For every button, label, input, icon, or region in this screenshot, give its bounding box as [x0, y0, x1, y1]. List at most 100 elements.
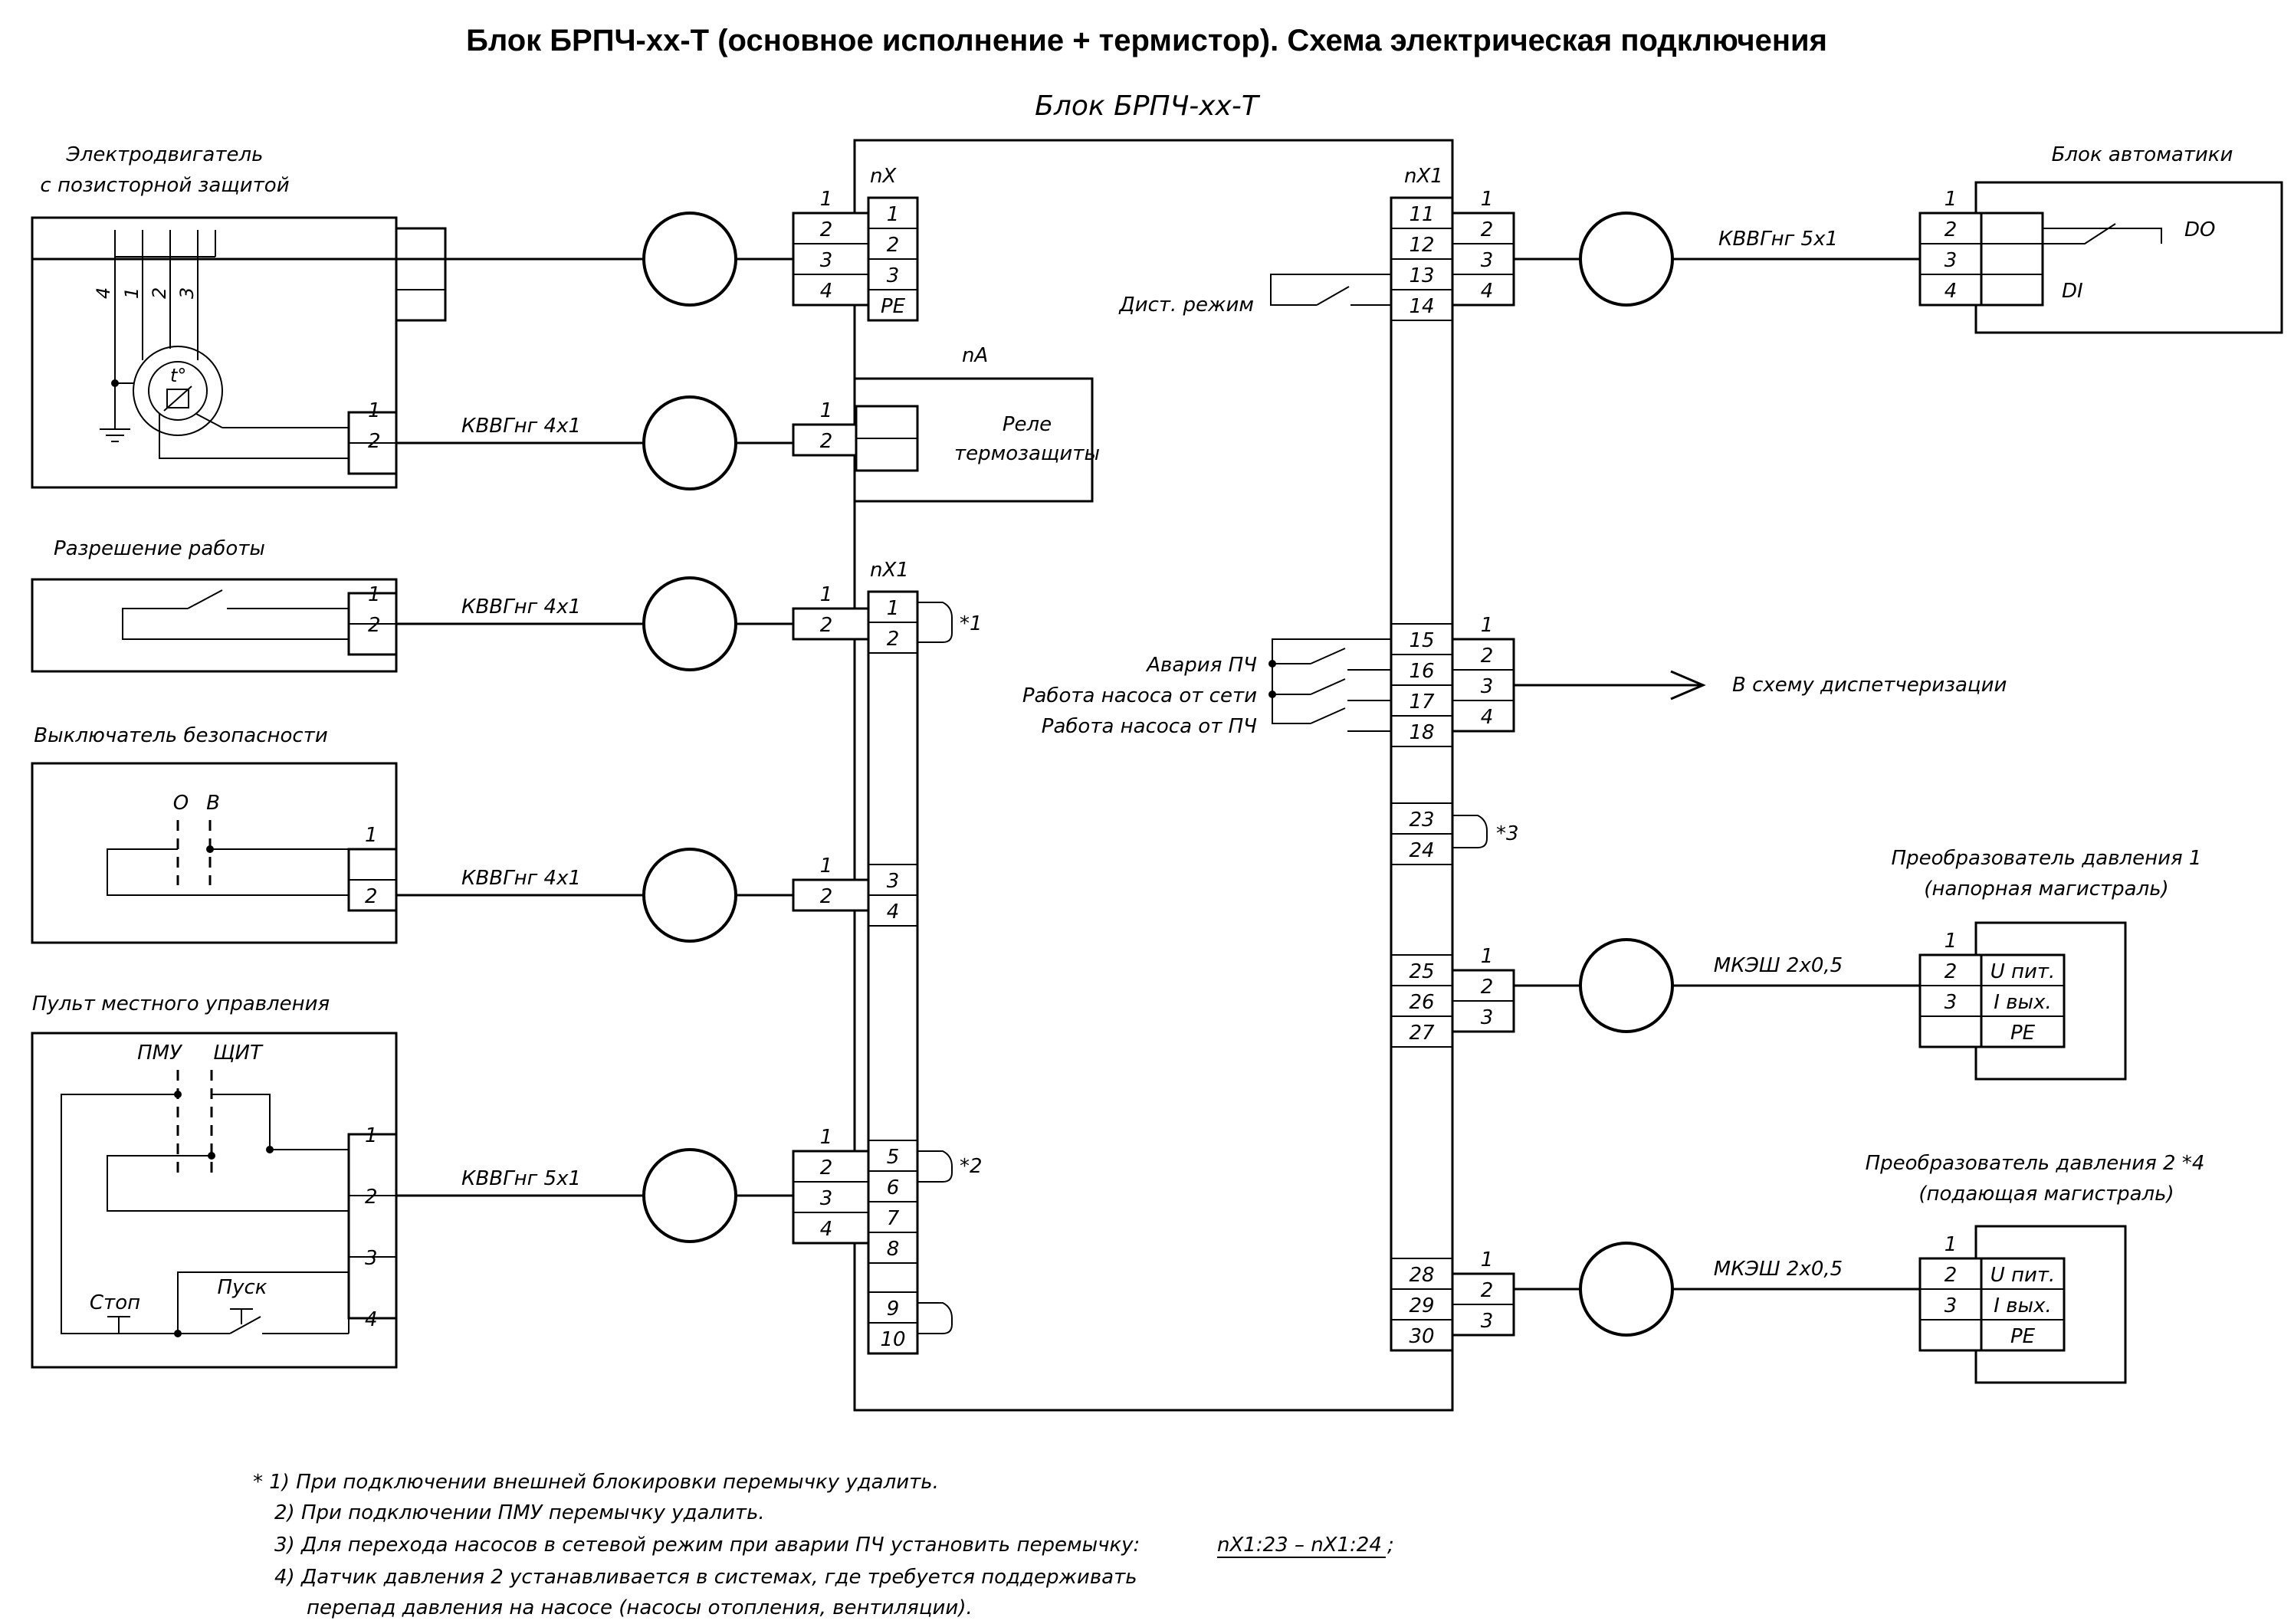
rt-term-2: 2 — [1481, 218, 1494, 241]
dist-mode-wire — [1270, 274, 1391, 306]
sensor1-title-1: Преобразователь давления 1 — [1892, 847, 2202, 870]
note-1: * 1) При подключении внешней блокировки … — [253, 1471, 939, 1494]
motor-box — [31, 216, 398, 489]
main-block — [853, 139, 1454, 1412]
note-2: 2) При подключении ПМУ перемычку удалить… — [274, 1501, 765, 1524]
nX1-pin-12: 12 — [1409, 234, 1434, 257]
s2-term-3: 3 — [1481, 1310, 1494, 1333]
ds-term-4: 4 — [1481, 706, 1494, 729]
cable-gland-2 — [642, 395, 737, 490]
nX1-pin-8: 8 — [887, 1238, 900, 1261]
jumper-2-label: *2 — [960, 1155, 983, 1178]
nX1-pin-1: 1 — [887, 597, 900, 620]
panel-shchit: ЩИТ — [213, 1042, 264, 1065]
au-term-4: 4 — [1944, 280, 1958, 303]
output-mains-label: Работа насоса от сети — [1022, 684, 1257, 707]
sf2-term-1: 1 — [820, 855, 833, 878]
s2b-term-2: 2 — [1944, 1264, 1958, 1287]
jumper-3 — [1452, 815, 1488, 848]
sf-term-1: 1 — [365, 824, 378, 847]
panel-pmu: ПМУ — [137, 1042, 183, 1065]
dispatch-terminals — [1451, 638, 1515, 733]
nX1-pin-3: 3 — [887, 870, 900, 893]
note-3-jumper: nX1:23 – nX1:24 — [1217, 1534, 1382, 1557]
sensor1-main-terminals — [1451, 969, 1515, 1033]
rt-term-1: 1 — [1481, 188, 1494, 211]
output-vfd-label: Работа насоса от ПЧ — [1042, 715, 1257, 738]
jumper-1 — [917, 602, 953, 643]
au-term-2: 2 — [1944, 218, 1958, 241]
pl2-term-3: 3 — [820, 1187, 833, 1210]
cable-gland-1 — [642, 212, 737, 307]
nX1-pin-24: 24 — [1409, 839, 1434, 862]
nX-pin-PE: PE — [881, 295, 906, 318]
th-term-1: 1 — [820, 399, 833, 422]
s1-pin-pe: PE — [2010, 1022, 2036, 1045]
connector-nX1-left-name: nX1 — [870, 559, 909, 582]
automation-di: DI — [2062, 280, 2083, 303]
sf2-term-2: 2 — [820, 885, 833, 908]
cable-enable-label: КВВГнг 4х1 — [461, 595, 581, 618]
s1-pin-i: I вых. — [1994, 991, 2051, 1014]
nX-pin-3: 3 — [887, 264, 900, 287]
s1b-term-1: 1 — [1944, 930, 1958, 953]
au-term-1: 1 — [1944, 188, 1958, 211]
nX1-pin-28: 28 — [1409, 1264, 1434, 1287]
s1-term-2: 2 — [1481, 976, 1494, 999]
panel-terminals — [792, 1150, 870, 1245]
pl2-term-4: 4 — [820, 1218, 833, 1241]
safety-terminals — [792, 878, 870, 912]
au-term-3: 3 — [1944, 249, 1958, 272]
nX1-pin-10: 10 — [880, 1328, 905, 1351]
mp-term-2: 2 — [820, 218, 833, 241]
cable-panel-label: КВВГнг 5х1 — [461, 1167, 581, 1190]
notes: * 1) При подключении внешней блокировки … — [253, 1471, 1394, 1619]
s1b-term-3: 3 — [1944, 991, 1958, 1014]
relay-label-2: термозащиты — [954, 442, 1100, 465]
panel-box — [31, 1032, 398, 1369]
safety-pos-o: О — [173, 792, 189, 815]
main-block-label: Блок БРПЧ-хх-Т — [1035, 90, 1261, 122]
sensor2-main-terminals — [1451, 1272, 1515, 1337]
en-term-2: 2 — [368, 614, 381, 637]
rt-term-4: 4 — [1481, 280, 1494, 303]
connector-nX: nX 1 2 3 PE — [867, 165, 919, 322]
nX1-pin-7: 7 — [887, 1207, 900, 1230]
connector-nX1-right-name: nX1 — [1404, 165, 1443, 188]
s1-term-1: 1 — [1481, 945, 1494, 968]
jumper-2 — [917, 1150, 953, 1183]
cable-gland-3 — [642, 576, 737, 671]
output-relays — [1268, 638, 1391, 732]
note-4-cont: перепад давления на насосе (насосы отопл… — [307, 1596, 973, 1619]
motor-term-2: 2 — [368, 430, 381, 453]
cable-gland-4 — [642, 848, 737, 943]
en-term-1: 1 — [368, 583, 381, 606]
safety-pos-v: В — [206, 792, 220, 815]
s2-term-2: 2 — [1481, 1279, 1494, 1302]
nX1-pin-17: 17 — [1409, 691, 1435, 714]
cable-gland-6 — [1579, 212, 1674, 307]
nX1-pin-4: 4 — [887, 901, 900, 924]
cable-automation-label: КВВГнг 5х1 — [1718, 228, 1838, 251]
mp-term-3: 3 — [820, 249, 833, 272]
nX1-pin-18: 18 — [1409, 721, 1434, 744]
s1b-term-2: 2 — [1944, 960, 1958, 983]
panel-start: Пуск — [218, 1276, 267, 1299]
nX1-pin-23: 23 — [1409, 809, 1434, 832]
sensor2-terminals — [1918, 1257, 2066, 1352]
nX1-pin-25: 25 — [1409, 960, 1434, 983]
pl2-term-2: 2 — [820, 1156, 833, 1179]
motor-wiring — [100, 227, 447, 475]
safety-box — [31, 762, 398, 944]
en2-term-2: 2 — [820, 614, 833, 637]
thermistor-terminals — [792, 423, 858, 457]
sensor2-title-2: (подающая магистраль) — [1918, 1183, 2174, 1206]
motor-wire-3: 3 — [176, 287, 198, 299]
jumper-1-label: *1 — [960, 612, 983, 635]
sensor1-title-2: (напорная магистраль) — [1924, 878, 2168, 901]
motor-wire-1: 1 — [121, 287, 143, 299]
cable-gland-8 — [1579, 1242, 1674, 1337]
s2-pin-u: U пит. — [1990, 1264, 2056, 1287]
pl-term-1: 1 — [365, 1124, 378, 1147]
motor-sensor-label: t° — [170, 365, 186, 386]
